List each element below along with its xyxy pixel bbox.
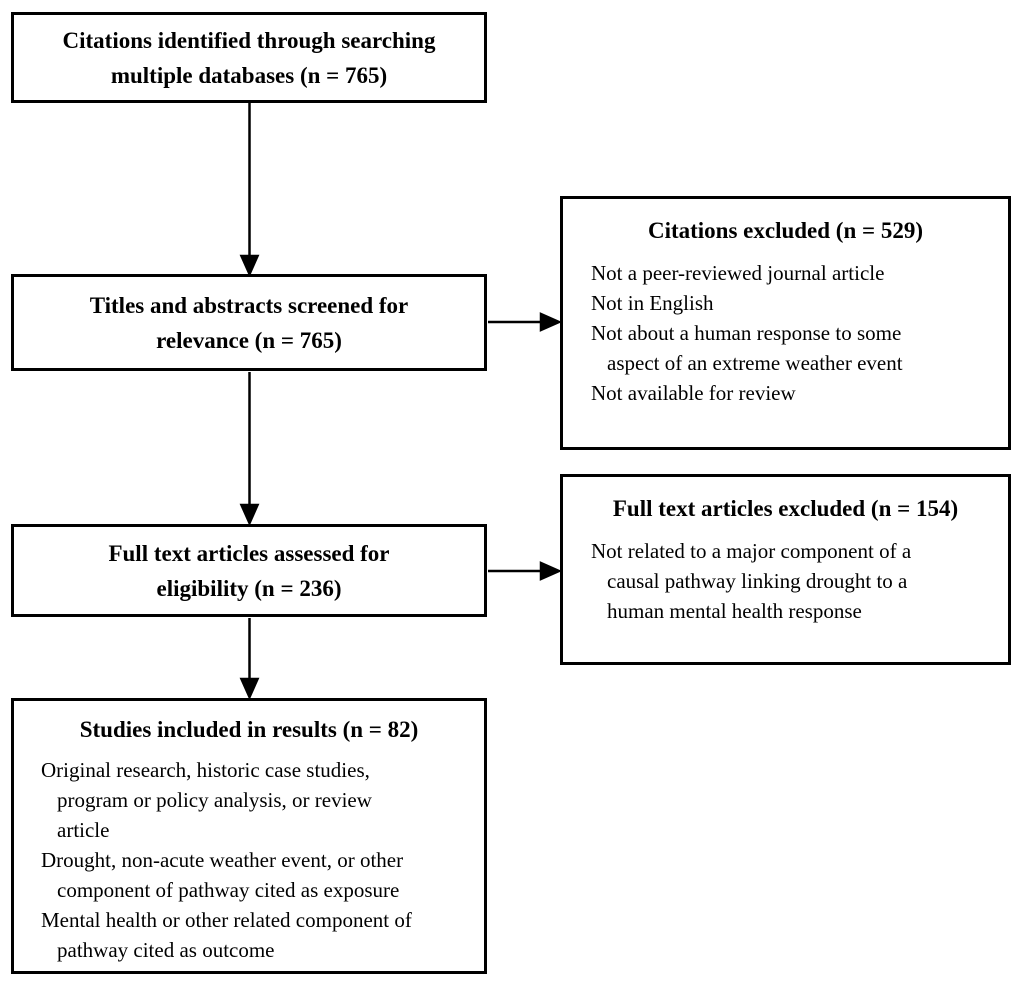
exclusion-reason-line: causal pathway linking drought to a	[607, 569, 908, 593]
arrowhead-right-icon	[539, 312, 563, 332]
exclusion-reason-list: Not a peer-reviewed journal article Not …	[563, 258, 1008, 408]
arrowhead-right-icon	[539, 561, 563, 581]
criteria-line: article	[57, 818, 110, 842]
arrowhead-down-icon	[239, 677, 260, 701]
criteria-line: component of pathway cited as exposure	[57, 878, 400, 902]
exclusion-reason-line: Not a peer-reviewed journal article	[591, 261, 885, 285]
box-title: Studies included in results (n = 82)	[79, 717, 419, 742]
box-fulltext-excluded: Full text articles excluded (n = 154) No…	[560, 474, 1011, 665]
box-title-line: Full text articles assessed for	[108, 540, 390, 566]
exclusion-reason-line: Not about a human response to some	[591, 321, 902, 345]
criteria-line: Mental health or other related component…	[41, 908, 412, 932]
box-title-line: multiple databases (n = 765)	[110, 62, 388, 88]
box-titles-abstracts-screened: Titles and abstracts screened for releva…	[11, 274, 487, 371]
box-fulltext-assessed: Full text articles assessed for eligibil…	[11, 524, 487, 617]
exclusion-reason-line: Not available for review	[591, 381, 796, 405]
box-citations-identified: Citations identified through searching m…	[11, 12, 487, 103]
box-studies-included: Studies included in results (n = 82) Ori…	[11, 698, 487, 974]
exclusion-reason-line: Not related to a major component of a	[591, 539, 912, 563]
box-title: Full text articles excluded (n = 154)	[612, 496, 959, 521]
box-title-line: Citations identified through searching	[62, 27, 436, 53]
criteria-line: Drought, non-acute weather event, or oth…	[41, 848, 404, 872]
box-title: Citations excluded (n = 529)	[647, 218, 924, 243]
inclusion-criteria-list: Original research, historic case studies…	[14, 755, 484, 965]
criteria-line: program or policy analysis, or review	[57, 788, 372, 812]
box-citations-excluded: Citations excluded (n = 529) Not a peer-…	[560, 196, 1011, 450]
exclusion-reason-line: aspect of an extreme weather event	[607, 351, 903, 375]
box-title-line: relevance (n = 765)	[156, 327, 342, 353]
exclusion-reason-line: human mental health response	[607, 599, 862, 623]
box-title-line: eligibility (n = 236)	[156, 575, 342, 601]
arrowhead-down-icon	[239, 254, 260, 278]
arrowhead-down-icon	[239, 503, 260, 527]
exclusion-reason-list: Not related to a major component of a ca…	[563, 536, 1008, 626]
box-title-line: Titles and abstracts screened for	[89, 292, 409, 318]
exclusion-reason-line: Not in English	[591, 291, 714, 315]
criteria-line: Original research, historic case studies…	[41, 758, 370, 782]
criteria-line: pathway cited as outcome	[57, 938, 275, 962]
